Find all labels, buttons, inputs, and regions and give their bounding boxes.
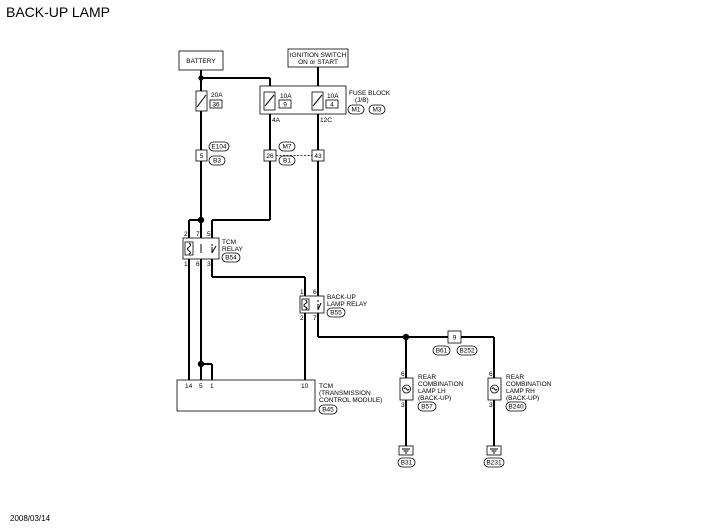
connector-e104-label: E104 xyxy=(211,144,227,151)
lamp-lh-conn: B57 xyxy=(421,404,433,411)
fuse-block: 10A 9 10A 4 4A 12C FUSE BLOCK (J/B) M1 M… xyxy=(259,85,391,124)
backup-relay-pin-2: 2 xyxy=(300,315,304,322)
connector-pin-5: 5 xyxy=(200,153,204,160)
ignition-label-line1: IGNITION SWITCH xyxy=(290,52,347,59)
fuse-block-label-line1: FUSE BLOCK xyxy=(349,90,391,97)
fuse-block-label-line2: (J/B) xyxy=(355,97,369,104)
lamp-lh-label-line4: (BACK-UP) xyxy=(418,395,451,402)
connector-9: 9 B61 B252 xyxy=(432,330,478,356)
lamp-lh-label-line2: COMBINATION xyxy=(418,381,464,388)
fuse-terminal-12c: 12C xyxy=(320,117,332,124)
backup-lamp-relay: 1 6 2 7 BACK-UP LAMP RELAY B55 xyxy=(299,289,368,322)
junction-dots xyxy=(197,75,410,368)
ground-b31-label: B31 xyxy=(401,460,413,467)
tcm-relay: 2 7 5 1 6 3 TCM RELAY B54 xyxy=(182,231,243,268)
lamp-rh-pin-3: 3 xyxy=(489,402,493,409)
connector-b252-label: B252 xyxy=(459,348,475,355)
lamp-lh-label-line1: REAR xyxy=(418,374,436,381)
tcm-label-line1: TCM xyxy=(319,383,333,390)
lamp-rh-label-line2: COMBINATION xyxy=(506,381,552,388)
fuse1-amp: 10A xyxy=(280,93,292,100)
backup-relay-pin-7: 7 xyxy=(313,315,317,322)
lamp-rh-label-line1: REAR xyxy=(506,374,524,381)
connector-m7: 26 M7 B1 xyxy=(263,141,312,166)
tcm-relay-label-line2: RELAY xyxy=(222,246,243,253)
connector-e104: 5 E104 B3 xyxy=(195,141,230,166)
tcm-relay-pin-7: 7 xyxy=(196,231,200,238)
connector-m7-label: M7 xyxy=(282,144,291,151)
tcm-pin-10: 10 xyxy=(301,383,309,390)
connector-b3-label: B3 xyxy=(213,158,221,165)
backup-relay-pin-1: 1 xyxy=(300,289,304,296)
tcm-pin-14: 14 xyxy=(185,383,193,390)
lamp-lh-label-line3: LAMP LH xyxy=(418,388,446,395)
wires xyxy=(188,67,495,446)
ignition-switch-box: IGNITION SWITCH ON or START xyxy=(287,48,349,68)
fusible-link: 20A 36 xyxy=(195,90,223,112)
tcm-relay-pin-2: 2 xyxy=(184,231,188,238)
battery-box: BATTERY xyxy=(178,50,224,71)
tcm-label-line3: CONTROL MODULE) xyxy=(319,397,382,404)
fuse-terminal-4a: 4A xyxy=(272,117,281,124)
connector-b61-label: B61 xyxy=(436,348,448,355)
tcm-pin-5: 5 xyxy=(199,383,203,390)
tcm-conn: B45 xyxy=(322,407,334,414)
lamp-rh-label-line4: (BACK-UP) xyxy=(506,395,539,402)
fuse2-amp: 10A xyxy=(327,93,339,100)
page-title: BACK-UP LAMP xyxy=(6,4,110,20)
connector-pin-26: 26 xyxy=(266,153,274,160)
backup-relay-label-line2: LAMP RELAY xyxy=(327,301,368,308)
fuse1-num: 9 xyxy=(283,102,287,109)
connector-pin-43: 43 xyxy=(314,153,322,160)
connector-43: 43 xyxy=(311,149,325,162)
tcm-relay-pin-6: 6 xyxy=(196,261,200,268)
fusible-link-num: 36 xyxy=(212,102,220,109)
battery-label: BATTERY xyxy=(186,58,216,65)
backup-relay-label-line1: BACK-UP xyxy=(327,294,356,301)
lamp-rh-pin-6: 6 xyxy=(489,371,493,378)
fuse2-num: 4 xyxy=(330,102,334,109)
backup-relay-pin-6: 6 xyxy=(313,289,317,296)
backup-relay-conn: B55 xyxy=(330,310,342,317)
tcm-relay-pin-1: 1 xyxy=(184,261,188,268)
ground-b231: B231 xyxy=(483,445,505,468)
tcm-relay-pin-3: 3 xyxy=(207,261,211,268)
tcm-relay-pin-5: 5 xyxy=(207,231,211,238)
lamp-lh-pin-3: 3 xyxy=(401,402,405,409)
ground-b31: B31 xyxy=(397,445,416,468)
tcm-label-line2: (TRANSMISSION xyxy=(319,390,371,397)
fusible-link-amp: 20A xyxy=(211,92,223,99)
lamp-rh-conn: B240 xyxy=(508,404,524,411)
tcm-module: 14 5 1 10 TCM (TRANSMISSION CONTROL MODU… xyxy=(176,379,382,415)
lamp-lh-pin-6: 6 xyxy=(401,371,405,378)
lamp-rh-label-line3: LAMP RH xyxy=(506,388,535,395)
revision-date: 2008/03/14 xyxy=(10,514,51,523)
tcm-relay-conn: B54 xyxy=(225,255,237,262)
tcm-pin-1: 1 xyxy=(210,383,214,390)
connector-pin-9: 9 xyxy=(453,335,457,342)
ground-b231-label: B231 xyxy=(486,460,502,467)
connector-b1-label: B1 xyxy=(283,158,291,165)
tcm-relay-label-line1: TCM xyxy=(222,239,236,246)
fuse-block-conn-m1: M1 xyxy=(351,107,360,114)
fuse-block-conn-m3: M3 xyxy=(372,107,381,114)
ignition-label-line2: ON or START xyxy=(298,59,338,66)
rear-combination-lamp-rh: 6 3 REAR COMBINATION LAMP RH (BACK-UP) B… xyxy=(487,371,552,412)
rear-combination-lamp-lh: 6 3 REAR COMBINATION LAMP LH (BACK-UP) B… xyxy=(399,371,464,412)
